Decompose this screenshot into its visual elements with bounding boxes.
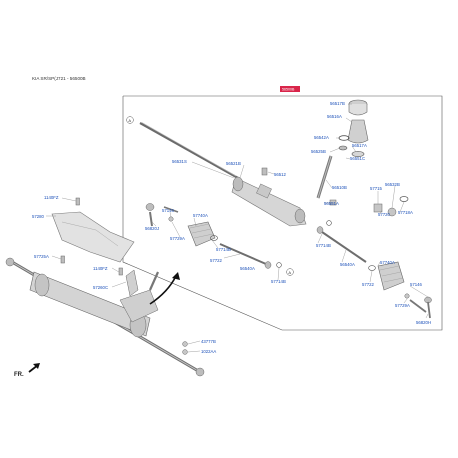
label-56820H: 56820H (416, 320, 431, 325)
lock-nut-right (404, 293, 410, 299)
callout-circle-a-right: A (286, 268, 294, 276)
svg-text:FR.: FR. (14, 372, 24, 378)
o-ring-top (338, 135, 350, 141)
leader-lines (46, 103, 429, 353)
label-57714B-right: 57714B (316, 243, 331, 248)
boot-clamp-right (368, 265, 376, 271)
diagram-header: KIA SR/SP(J721 - 56500B (32, 76, 86, 81)
bellows-boot-right (377, 261, 405, 291)
label-56510B: 56510B (332, 185, 347, 190)
label-56551C: 56551C (350, 156, 365, 161)
bolt-1140FZ-top (75, 197, 80, 206)
bushing-right (326, 220, 332, 226)
boot-seal (347, 119, 369, 144)
label-57722-right: 57722 (362, 282, 375, 287)
label-56540A-left: 56540A (240, 266, 255, 271)
svg-text:A: A (128, 118, 131, 123)
label-57715: 57715 (370, 186, 383, 191)
front-direction-indicator: FR. (14, 363, 40, 378)
label-56517A: 56517A (352, 143, 367, 148)
bearing-ring (338, 145, 348, 151)
label-56521B: 56521B (226, 161, 241, 166)
label-57718A: 57718A (398, 210, 413, 215)
exploded-view-frame (122, 95, 443, 331)
gear-housing (231, 176, 307, 227)
label-57740A-left: 57740A (193, 213, 208, 218)
lock-nut-left (168, 216, 174, 222)
snap-ring (351, 151, 365, 157)
label-57729A-right: 57729A (395, 303, 410, 308)
label-56540A-right: 56540A (340, 262, 355, 267)
label-56525B: 56525B (311, 149, 326, 154)
boot-clamp-left (210, 235, 218, 241)
pinion-shaft (316, 155, 333, 199)
bushing-left (276, 262, 282, 268)
label-57714B-small: 57714B (271, 279, 286, 284)
bolt-57725A (60, 255, 65, 264)
steering-gear-assembly (5, 257, 205, 377)
o-ring-57718A (399, 196, 409, 202)
mounting-bracket-57260C (125, 269, 139, 297)
heat-protector-shield (51, 211, 135, 263)
svg-text:A: A (288, 270, 291, 275)
label-56542A: 56542A (314, 135, 329, 140)
bolt-56512 (261, 167, 268, 176)
nut-1022AA (182, 349, 188, 355)
tie-rod-end-right (409, 296, 432, 319)
label-57146-right: 57146 (410, 282, 423, 287)
label-43777B: 43777B (201, 339, 216, 344)
inner-tie-rod-left (219, 243, 267, 265)
assembly-tag-label: 56500B (282, 88, 295, 92)
tie-rod-end-left (145, 203, 155, 227)
label-1140FZ-top: 1140FZ (44, 195, 59, 200)
label-57725A: 57725A (34, 254, 49, 259)
bellows-boot-left (187, 221, 216, 247)
label-56532B: 56532B (385, 182, 400, 187)
label-57722-left: 57722 (210, 258, 223, 263)
label-56820J: 56820J (145, 226, 159, 231)
label-56551A: 56551A (324, 201, 339, 206)
label-57740A-right: 57740A (380, 260, 395, 265)
label-56516A: 56516A (327, 114, 342, 119)
assembly-tag (280, 86, 300, 92)
label-57714B-left: 57714B (216, 247, 231, 252)
bolt-1140FZ-mid (118, 267, 123, 276)
label-56517B: 56517B (330, 101, 345, 106)
label-56531S: 56531S (172, 159, 187, 164)
label-57280: 57280 (32, 214, 45, 219)
label-57729A-left: 57729A (170, 236, 185, 241)
label-57720: 57720 (378, 212, 391, 217)
label-56512: 56512 (274, 172, 287, 177)
label-57260C: 57260C (93, 285, 108, 290)
label-1022AA: 1022AA (201, 349, 216, 354)
part-labels: 56517B 56516A 56542A 56517A 56525B 56551… (32, 101, 431, 354)
callout-circle-a-top: A (126, 116, 134, 124)
rack-bar (139, 122, 239, 179)
label-1140FZ-mid: 1140FZ (93, 266, 108, 271)
inner-tie-rod-right (321, 231, 367, 263)
yoke-spring (329, 199, 337, 206)
label-57146-left: 57146 (162, 208, 175, 213)
gear-mount-bracket (373, 203, 383, 213)
nut-43777B (182, 341, 188, 347)
